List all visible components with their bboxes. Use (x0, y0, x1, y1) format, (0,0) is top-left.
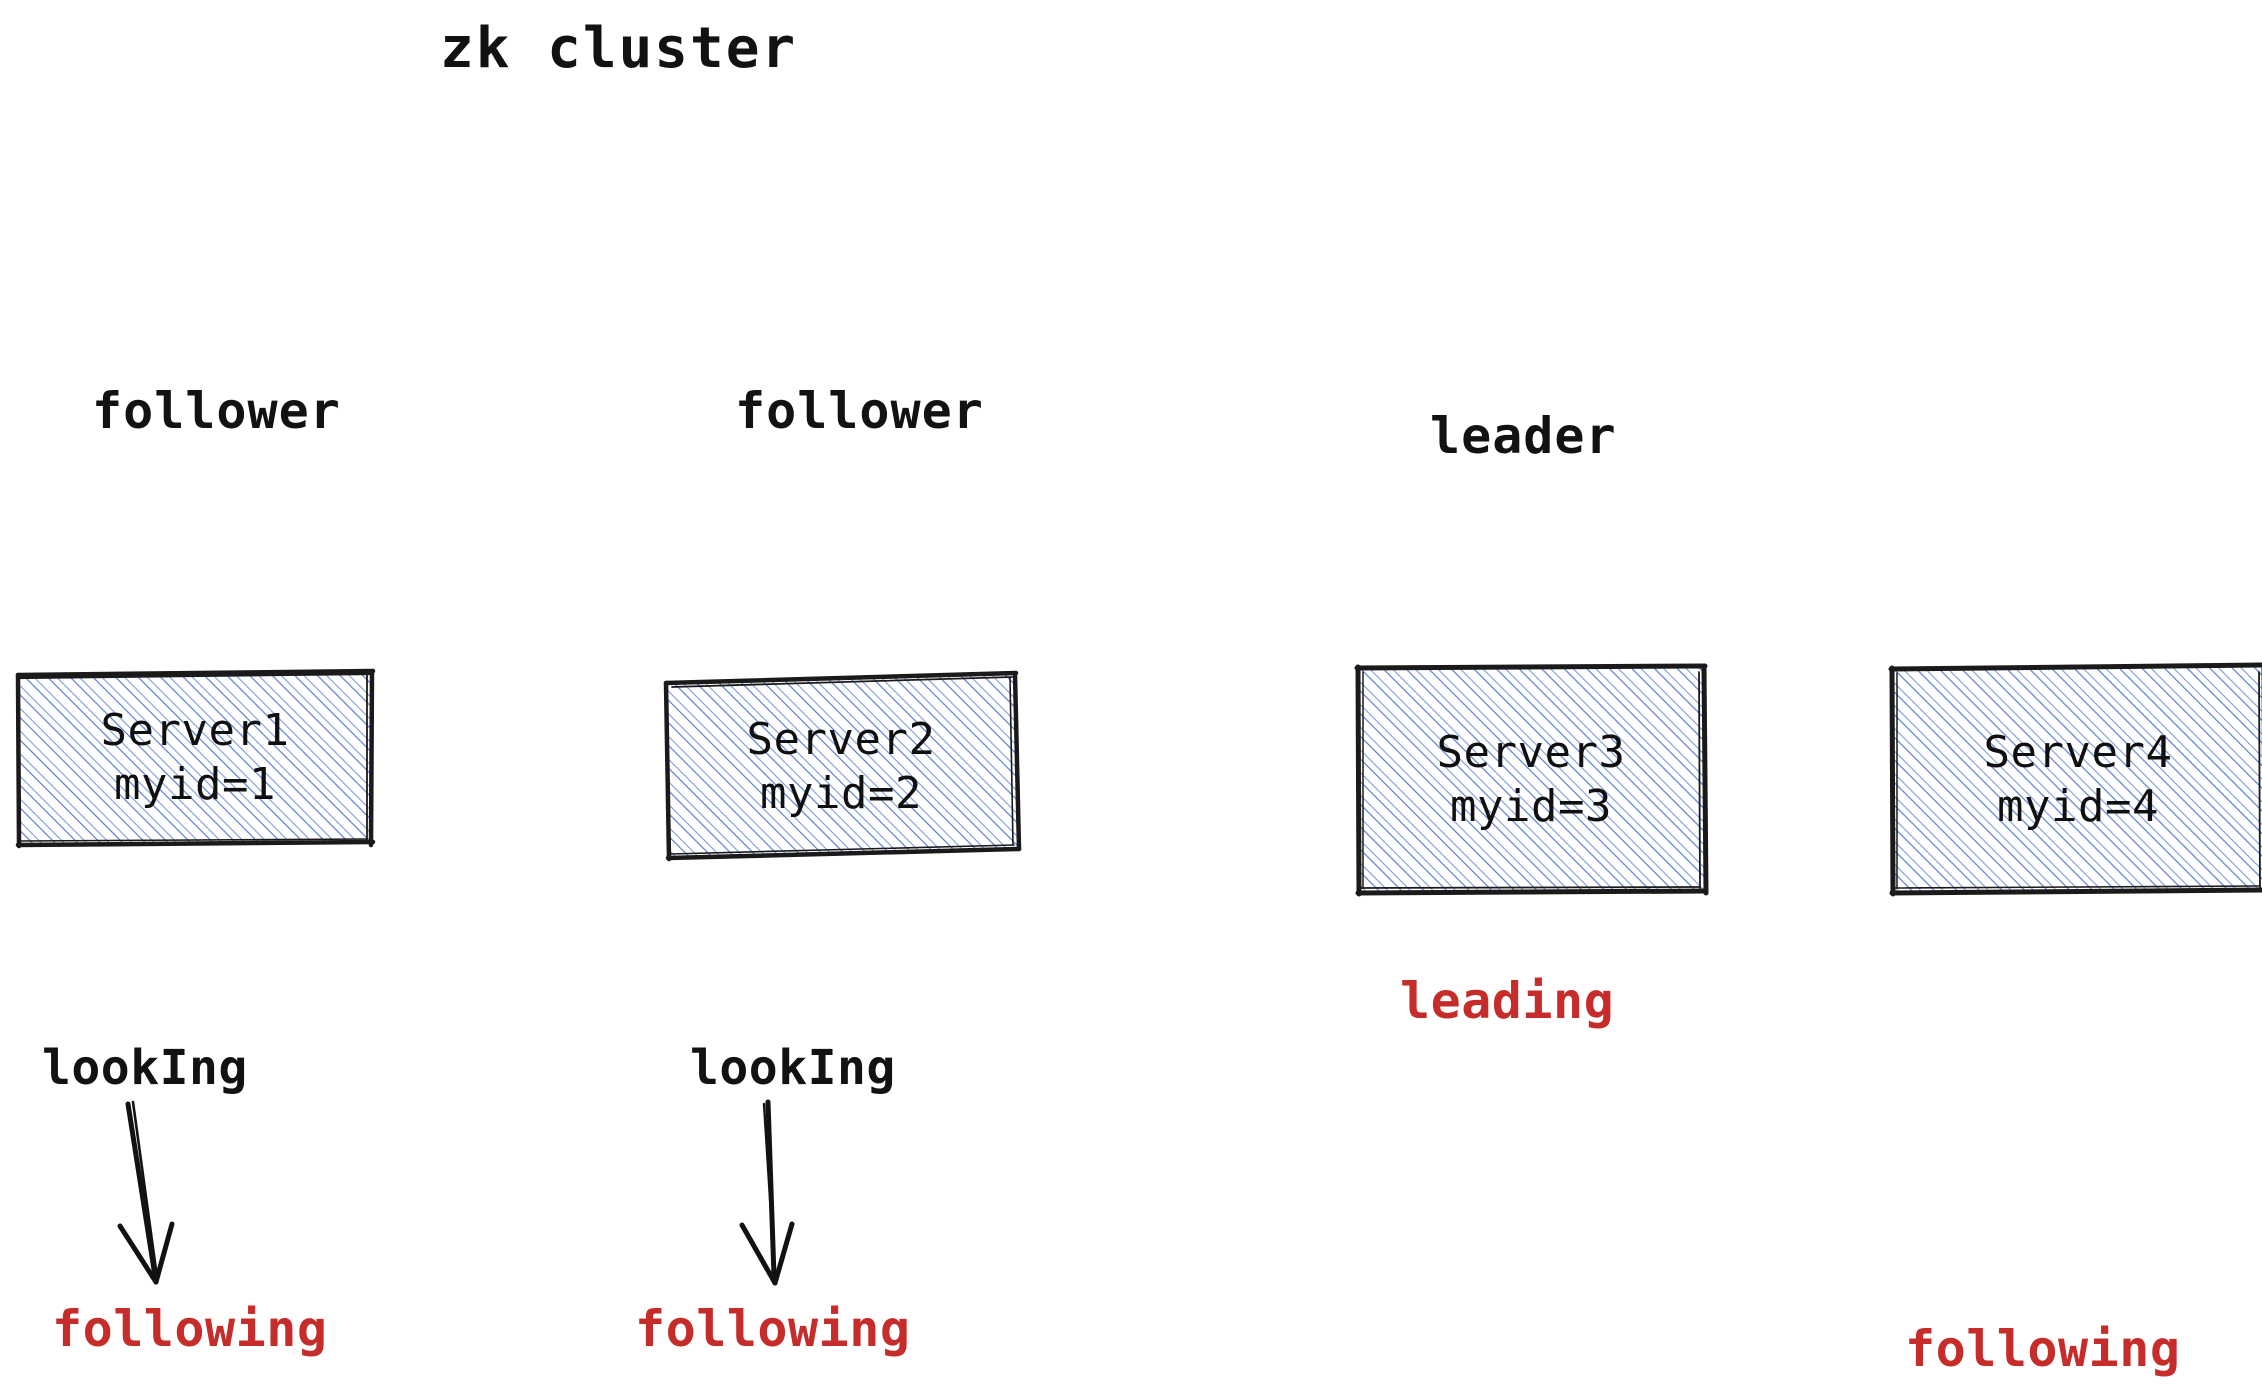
state-following-server4: following (1905, 1320, 2181, 1378)
state-looking-server1: lookIng (42, 1040, 248, 1096)
state-leading-server3: leading (1400, 972, 1615, 1030)
server-box-text: Server2 myid=2 (747, 713, 936, 820)
server-myid: myid=4 (1997, 781, 2159, 832)
server-box-text: Server1 myid=1 (101, 704, 290, 811)
server-myid: myid=1 (114, 759, 276, 810)
server-name: Server4 (1983, 727, 2173, 779)
server-node-server3[interactable]: Server3 myid=3 (1354, 663, 1709, 897)
server-box-text: Server3 myid=3 (1437, 726, 1626, 833)
transition-arrow-server2 (739, 1099, 795, 1286)
server-box-text: Server4 myid=4 (1984, 726, 2173, 833)
server-node-server1[interactable]: Server1 myid=1 (15, 668, 376, 849)
role-label-server2: follower (735, 382, 984, 440)
server-node-server4[interactable]: Server4 myid=4 (1888, 662, 2262, 897)
server-name: Server2 (746, 714, 936, 766)
role-label-server1: follower (92, 382, 341, 440)
server-name: Server1 (100, 705, 290, 757)
server-myid: myid=2 (760, 768, 922, 819)
transition-arrow-server1 (117, 1100, 175, 1285)
server-node-server2[interactable]: Server2 myid=2 (662, 670, 1022, 862)
state-following-server1: following (52, 1300, 328, 1358)
state-looking-server2: lookIng (690, 1040, 896, 1096)
role-label-server3: leader (1430, 407, 1617, 465)
server-name: Server3 (1436, 727, 1626, 779)
server-myid: myid=3 (1450, 781, 1612, 832)
page-title: zk cluster (440, 16, 798, 81)
state-following-server2: following (635, 1300, 911, 1358)
